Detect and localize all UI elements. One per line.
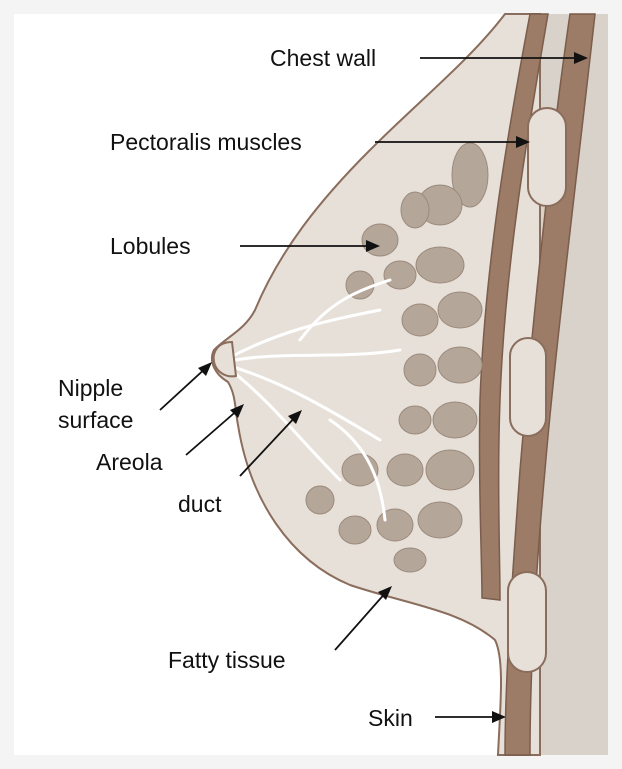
label-lobules: Lobules	[110, 233, 191, 259]
label-chest-wall: Chest wall	[270, 45, 376, 71]
label-nipple-surface-line2: surface	[58, 407, 133, 433]
label-skin: Skin	[368, 705, 413, 731]
label-fatty-tissue: Fatty tissue	[168, 647, 286, 673]
label-duct: duct	[178, 491, 222, 517]
label-pectoralis-muscles: Pectoralis muscles	[110, 129, 302, 155]
label-areola: Areola	[96, 449, 163, 475]
label-nipple-surface-line1: Nipple	[58, 375, 123, 401]
